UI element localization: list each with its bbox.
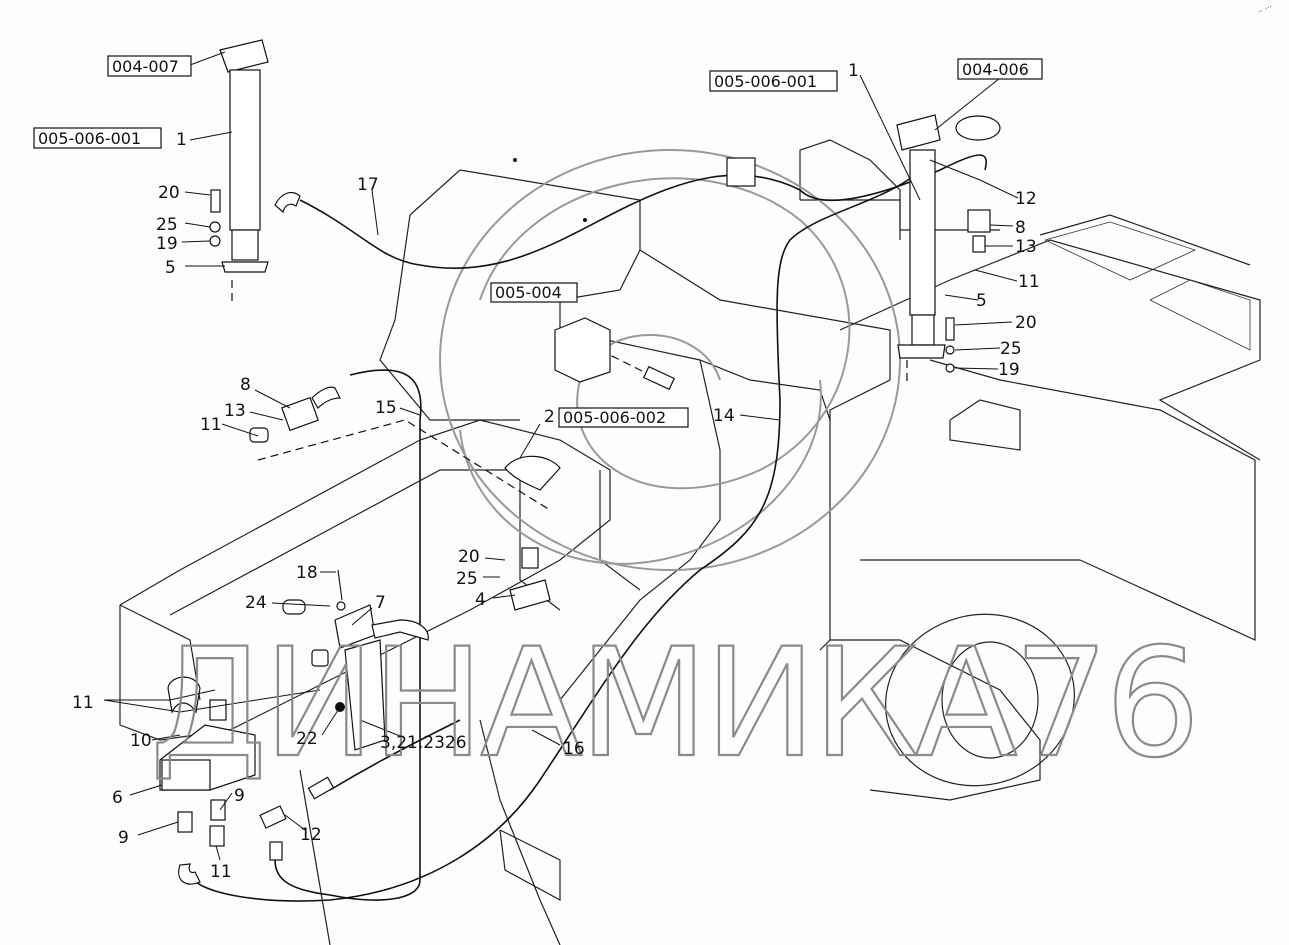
callout-label: 11 — [210, 862, 232, 882]
callout-label: 4 — [475, 590, 486, 610]
callout-label: 10 — [130, 731, 152, 751]
callout-label: 22 — [296, 729, 318, 749]
callout-label: 25 — [156, 215, 178, 235]
callout-label: 20 — [1015, 313, 1037, 333]
callout-label: 9 — [118, 828, 129, 848]
ref-004-006[interactable]: 004-006 — [957, 58, 1043, 80]
corner-mark: ∙∙ ∙∙∙ — [1256, 1, 1274, 16]
callout-label: 3,21,2326 — [380, 733, 467, 753]
callout-label: 24 — [245, 593, 267, 613]
ref-005-004[interactable]: 005-004 — [490, 282, 578, 303]
callout-label: 13 — [224, 401, 246, 421]
callout-label: 19 — [156, 234, 178, 254]
svg-text:004-007: 004-007 — [112, 57, 179, 76]
ref-005-006-001-right[interactable]: 005-006-001 — [709, 70, 838, 92]
svg-text:004-006: 004-006 — [962, 60, 1029, 79]
svg-text:005-004: 005-004 — [495, 283, 562, 302]
callout-label: 25 — [456, 569, 478, 589]
callout-label: 15 — [375, 398, 397, 418]
callout-label: 5 — [976, 291, 987, 311]
svg-text:005-006-001: 005-006-001 — [38, 129, 141, 148]
callout-label: 8 — [1015, 218, 1026, 238]
callout-label: 11 — [1018, 272, 1040, 292]
watermark-logo — [439, 149, 901, 571]
callout-label: 2 — [544, 407, 555, 427]
callout-label: 11 — [200, 415, 222, 435]
callout-label: 12 — [1015, 189, 1037, 209]
callout-label: 20 — [458, 547, 480, 567]
leader-lines — [103, 51, 1019, 861]
ref-005-006-002[interactable]: 005-006-002 — [558, 407, 689, 428]
machine-frame — [119, 139, 1261, 945]
callout-label: 19 — [998, 360, 1020, 380]
ref-005-006-001-left[interactable]: 005-006-001 — [33, 127, 162, 149]
callout-label: 11 — [72, 693, 94, 713]
callout-label: 1 — [848, 61, 859, 81]
callout-label: 17 — [357, 175, 379, 195]
callout-label: 5 — [165, 258, 176, 278]
callout-label: 25 — [1000, 339, 1022, 359]
callout-label: 16 — [563, 739, 585, 759]
callout-label: 8 — [240, 375, 251, 395]
callout-label: 6 — [112, 788, 123, 808]
svg-text:005-006-001: 005-006-001 — [714, 72, 817, 91]
callout-label: 9 — [234, 786, 245, 806]
watermark-text: ДИНАМИКА76 — [150, 617, 1196, 791]
callout-label: 18 — [296, 563, 318, 583]
callout-label: 14 — [713, 406, 735, 426]
callout-label: 13 — [1015, 237, 1037, 257]
callout-label: 12 — [300, 825, 322, 845]
callout-label: 7 — [375, 593, 386, 613]
callout-label: 1 — [176, 130, 187, 150]
ref-004-007[interactable]: 004-007 — [107, 55, 192, 77]
callout-label: 20 — [158, 183, 180, 203]
parts — [159, 39, 1001, 885]
svg-text:005-006-002: 005-006-002 — [563, 408, 666, 427]
